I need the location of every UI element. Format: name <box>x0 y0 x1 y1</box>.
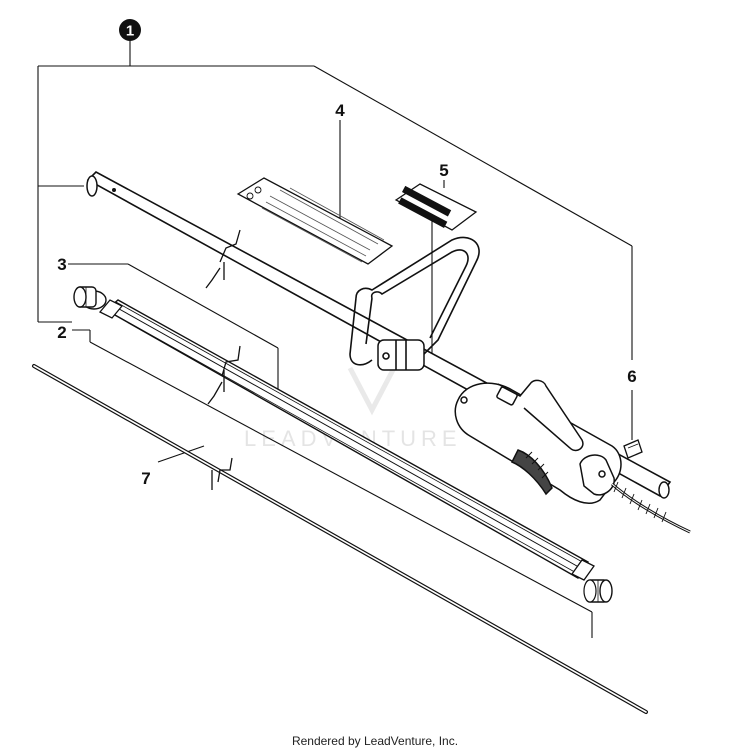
flex-shaft <box>32 364 648 714</box>
watermark-logo-icon <box>347 366 397 416</box>
callout-6: 6 <box>627 367 636 386</box>
loop-handle <box>349 236 480 371</box>
shaft-liner <box>98 299 595 581</box>
brand-decal <box>394 183 478 231</box>
callout-3: 3 <box>57 255 66 274</box>
callout-1-badge <box>119 19 141 41</box>
warning-decal <box>236 177 394 265</box>
small-clip <box>623 439 643 459</box>
callout-1-label: 1 <box>126 23 134 40</box>
callout-4: 4 <box>335 101 345 120</box>
echo-logo <box>398 185 452 228</box>
callout-7: 7 <box>141 469 150 488</box>
throttle-cable <box>611 481 691 534</box>
throttle-handle <box>454 379 622 504</box>
callout-1: 1 <box>119 19 141 41</box>
bushing-top <box>73 286 107 310</box>
callout-2: 2 <box>57 323 66 342</box>
callout-5: 5 <box>439 161 448 180</box>
bushing-bottom <box>583 579 613 603</box>
footer-credit: Rendered by LeadVenture, Inc. <box>291 734 459 748</box>
